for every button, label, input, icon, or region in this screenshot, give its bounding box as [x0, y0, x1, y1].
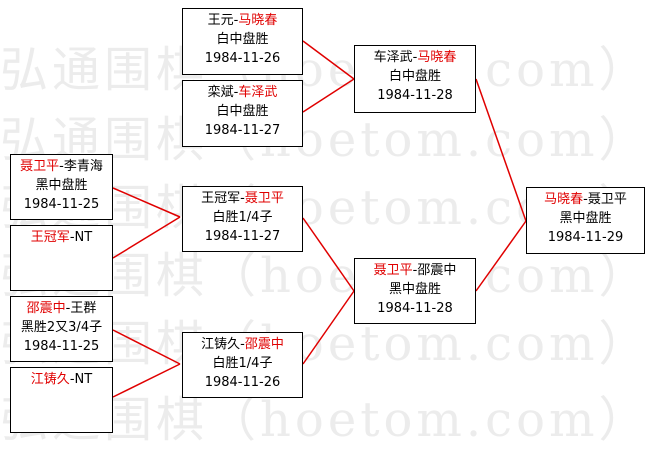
winner-name: 聂卫平 — [244, 191, 284, 206]
match-players: 王元-马晓春 — [183, 11, 302, 30]
player-name: NT — [74, 230, 93, 245]
connector — [302, 290, 355, 365]
match-date: 1984-11-28 — [377, 301, 453, 316]
match-players: 江铸久-NT — [11, 370, 112, 389]
winner-name: 马晓春 — [417, 50, 457, 65]
player-name: 邵震中 — [417, 263, 457, 278]
match-date: 1984-11-27 — [204, 229, 281, 244]
match-result: 黑中盘胜 — [35, 178, 88, 193]
match-result: 白中盘胜 — [388, 69, 441, 84]
connector — [302, 78, 355, 113]
match-players: 栾斌-车泽武 — [183, 83, 302, 102]
separator: - — [412, 263, 418, 278]
winner-name: 邵震中 — [26, 301, 66, 316]
player-name: 李青海 — [63, 159, 103, 174]
connector — [112, 363, 181, 398]
match-semifinal-2: 聂卫平-邵震中 黑中盘胜 1984-11-28 — [354, 258, 476, 324]
match-r1-3: 邵震中-王群 黑胜2又3/4子 1984-11-25 — [10, 296, 113, 362]
match-r2-bottom-2: 江铸久-邵震中 白胜1/4子 1984-11-26 — [182, 332, 303, 398]
player-name: 王群 — [70, 301, 97, 316]
connector — [475, 220, 527, 292]
match-date: 1984-11-27 — [204, 123, 281, 138]
match-r2-top-2: 栾斌-车泽武 白中盘胜 1984-11-27 — [182, 80, 303, 147]
separator: - — [240, 191, 245, 206]
match-players: 江铸久-邵震中 — [183, 335, 302, 354]
winner-name: 王冠军 — [30, 230, 70, 245]
winner-name: 马晓春 — [544, 192, 584, 207]
connector — [112, 187, 181, 218]
separator: - — [583, 192, 588, 207]
match-players: 王冠军-聂卫平 — [183, 189, 302, 208]
match-players: 邵震中-王群 — [11, 299, 112, 318]
player-name: 王元 — [207, 13, 234, 28]
separator: - — [233, 13, 239, 28]
match-date: 1984-11-25 — [23, 339, 100, 354]
match-players: 王冠军-NT — [11, 228, 112, 247]
connector — [475, 78, 527, 222]
separator: - — [69, 230, 75, 245]
match-r1-4: 江铸久-NT — [10, 367, 113, 433]
separator: - — [412, 50, 418, 65]
match-r2-bottom-1: 王冠军-聂卫平 白胜1/4子 1984-11-27 — [182, 186, 303, 252]
player-name: NT — [74, 372, 93, 387]
winner-name: 邵震中 — [244, 337, 284, 352]
connector — [112, 216, 181, 259]
match-date: 1984-11-25 — [23, 197, 100, 212]
match-players: 车泽武-马晓春 — [355, 48, 475, 67]
player-name: 王冠军 — [201, 191, 241, 206]
separator: - — [69, 372, 75, 387]
match-result: 黑中盘胜 — [559, 211, 612, 226]
match-result: 黑胜2又3/4子 — [20, 320, 103, 335]
match-date: 1984-11-26 — [204, 51, 281, 66]
connector — [112, 329, 181, 365]
match-date: 1984-11-28 — [377, 88, 453, 103]
player-name: 车泽武 — [373, 50, 413, 65]
player-name: 栾斌 — [207, 85, 234, 100]
match-r1-2: 王冠军-NT — [10, 225, 113, 291]
match-r2-top-1: 王元-马晓春 白中盘胜 1984-11-26 — [182, 8, 303, 75]
match-r1-1: 聂卫平-李青海 黑中盘胜 1984-11-25 — [10, 154, 113, 220]
winner-name: 马晓春 — [238, 13, 278, 28]
match-players: 聂卫平-邵震中 — [355, 261, 475, 280]
player-name: 江铸久 — [201, 337, 241, 352]
player-name: 聂卫平 — [587, 192, 627, 207]
match-players: 马晓春-聂卫平 — [527, 190, 644, 209]
winner-name: 聂卫平 — [20, 159, 60, 174]
match-date: 1984-11-29 — [547, 230, 624, 245]
separator: - — [65, 301, 71, 316]
separator: - — [233, 85, 239, 100]
match-players: 聂卫平-李青海 — [11, 157, 112, 176]
match-result: 白胜1/4子 — [212, 356, 273, 371]
winner-name: 车泽武 — [238, 85, 278, 100]
connector — [302, 40, 355, 80]
match-date: 1984-11-26 — [204, 375, 281, 390]
winner-name: 聂卫平 — [373, 263, 413, 278]
winner-name: 江铸久 — [30, 372, 70, 387]
separator: - — [240, 337, 245, 352]
match-final: 马晓春-聂卫平 黑中盘胜 1984-11-29 — [526, 187, 645, 254]
match-result: 白胜1/4子 — [212, 210, 273, 225]
match-result: 白中盘胜 — [216, 104, 269, 119]
connector — [302, 217, 355, 292]
separator: - — [59, 159, 64, 174]
match-result: 白中盘胜 — [216, 32, 269, 47]
match-result: 黑中盘胜 — [388, 282, 441, 297]
match-semifinal-1: 车泽武-马晓春 白中盘胜 1984-11-28 — [354, 45, 476, 113]
